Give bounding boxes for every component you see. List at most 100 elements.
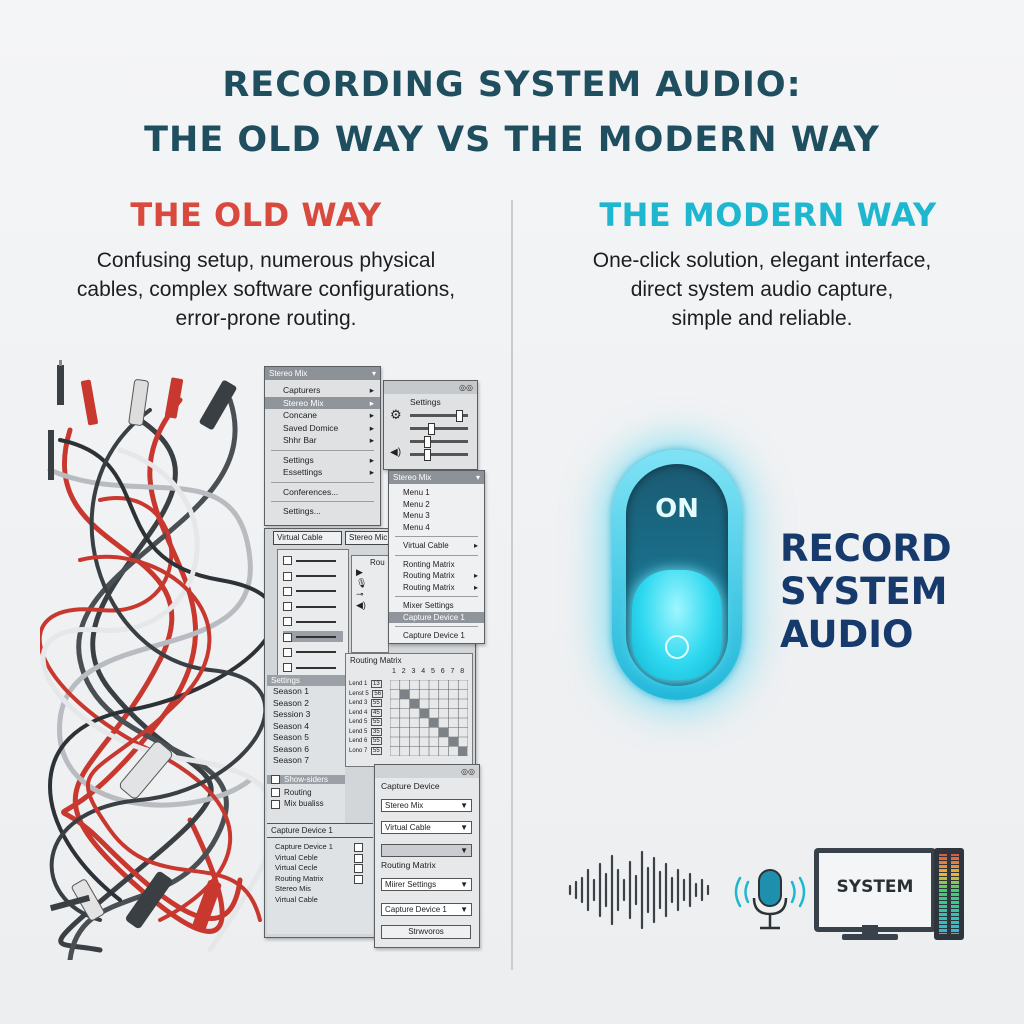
monitor-base (842, 934, 898, 940)
routing-tab-label: Rou (370, 558, 385, 567)
menu-separator (395, 536, 478, 537)
menu-item[interactable]: Conferences... (283, 486, 339, 497)
capture-device-list: Capture Device 1 Capture Device 1 Virtua… (267, 823, 373, 934)
apply-button[interactable]: Strwvoros (381, 925, 471, 939)
tangled-cables-icon (40, 360, 270, 960)
menu-separator (395, 596, 478, 597)
matrix-row-label: Lend 4 45 (349, 708, 382, 717)
stereo-mix-menu-window: Stereo Mix ▾ Menu 1 Menu 2 Menu 3 Menu 4… (388, 470, 485, 644)
column-divider (511, 200, 513, 970)
menu-item[interactable]: Capturers▸ (283, 385, 374, 395)
checkbox[interactable] (283, 647, 292, 657)
menu-item-selected[interactable]: Stereo Mix▸ (265, 396, 380, 409)
checkbox[interactable] (283, 663, 292, 672)
checkbox[interactable] (283, 556, 292, 566)
dropdown-icon[interactable]: ▾ (475, 473, 480, 482)
routing-matrix-title: Routing Matrix (350, 656, 402, 665)
menu-item[interactable]: Shhr Bar▸ (283, 435, 374, 445)
menu-item[interactable]: Routing Matrix▸ (403, 571, 478, 580)
checkbox-list (277, 549, 349, 681)
menu-separator (395, 554, 478, 556)
modern-desc-line-2: direct system audio capture, (630, 278, 894, 301)
menu-separator (271, 501, 374, 502)
matrix-column-header: 5 (431, 668, 435, 675)
checkbox-row[interactable]: Show-siders (267, 774, 345, 784)
matrix-row-label: Lend 3 55 (349, 699, 382, 707)
tab-virtual-cable[interactable]: Virtual Cable (273, 531, 342, 545)
window-controls-icon[interactable]: ◎◎ (461, 767, 475, 776)
capture-list-item[interactable]: Virtual Cecle (275, 863, 373, 874)
menu-item[interactable]: Menu 1 (403, 488, 430, 497)
capture-list-item[interactable]: Routing Matrix (275, 874, 373, 885)
window-titlebar: Stereo Mix ▾ (265, 367, 380, 380)
checkbox[interactable] (283, 617, 292, 627)
capture-list-item[interactable]: Virtual Cable (275, 894, 318, 904)
capture-list-item[interactable]: Virtual Ceble (275, 853, 373, 864)
menu-item[interactable]: Menu 2 (403, 499, 430, 509)
capture-list-item-selected[interactable]: Capture Device 1 (275, 842, 373, 853)
monitor-label: SYSTEM (836, 877, 914, 897)
session-item[interactable]: Season 4 (273, 720, 309, 731)
checkbox-row[interactable]: Routing (267, 788, 345, 798)
menu-item[interactable]: Concane▸ (283, 410, 374, 420)
menu-item-selected[interactable]: Capture Device 1 (389, 611, 484, 623)
xlr-connector-icon (119, 741, 173, 799)
menu-item[interactable]: Essettings▸ (283, 467, 374, 477)
slider-track[interactable] (410, 414, 468, 417)
record-toggle-switch[interactable]: ON (612, 450, 742, 700)
slider-thumb[interactable] (456, 410, 463, 422)
mixer-settings-dropdown[interactable]: Miirer Settings▼ (381, 878, 472, 891)
dropdown-icon[interactable]: ▾ (371, 369, 376, 378)
matrix-column-header: 6 (440, 668, 445, 675)
slider-track[interactable] (410, 427, 468, 430)
menu-item[interactable]: Mixer Settings (403, 601, 454, 610)
capture-dropdown[interactable]: Virtual Cable▼ (381, 821, 472, 834)
session-item[interactable]: Season 1 (273, 686, 309, 696)
checkbox[interactable] (283, 602, 292, 611)
slider-track[interactable] (410, 440, 468, 443)
capture-device-dropdown[interactable]: Capture Device 1▼ (381, 903, 472, 916)
slider-thumb[interactable] (424, 449, 431, 461)
settings-window: ◎◎ Settings ⚙ ◀) (383, 380, 478, 470)
checkbox[interactable] (283, 571, 292, 581)
capture-dropdown[interactable]: ▼ (381, 844, 472, 857)
slider-thumb[interactable] (428, 423, 435, 435)
session-item[interactable]: Season 5 (273, 732, 309, 742)
title-line-2: THE OLD WAY VS THE MODERN WAY (144, 120, 880, 160)
capture-list-item[interactable]: Stereo Mis (275, 884, 311, 893)
window-titlebar: Stereo Mix ▾ (389, 471, 484, 484)
slider-track[interactable] (410, 453, 468, 456)
menu-item[interactable]: Settings... (283, 506, 321, 516)
menu-item[interactable]: Capture Device 1 (403, 631, 465, 640)
toggle-knob[interactable] (632, 570, 722, 680)
menu-separator (271, 481, 374, 483)
slider-thumb[interactable] (424, 436, 431, 448)
session-item[interactable]: Season 7 (273, 755, 309, 765)
window-controls-icon[interactable]: ◎◎ (459, 383, 473, 392)
checkbox-row[interactable]: Mix bualiss (267, 799, 345, 809)
settings-session-list: Settings Season 1 Season 2 Session 3 Sea… (267, 675, 345, 825)
session-item[interactable]: Session 3 (273, 709, 311, 719)
menu-item[interactable]: Ronting Matrix (403, 559, 455, 569)
menu-item[interactable]: Virtual Cable▸ (403, 541, 478, 550)
matrix-row-label: Lend 6 55 (349, 737, 382, 745)
menu-item[interactable]: Saved Domice▸ (283, 422, 374, 433)
monitor-icon: SYSTEM (814, 848, 936, 932)
modern-way-description: One-click solution, elegant interface, d… (506, 246, 1018, 333)
menu-item[interactable]: Routing Matrix▸ (403, 582, 478, 592)
session-item[interactable]: Season 6 (273, 743, 309, 754)
capture-dropdown[interactable]: Stereo Mix▼ (381, 799, 472, 812)
menu-item[interactable]: Menu 3 (403, 511, 430, 520)
session-item[interactable]: Season 2 (273, 697, 309, 708)
menu-item[interactable]: Menu 4 (403, 522, 430, 532)
capture-list-title: Capture Device 1 (267, 824, 373, 838)
matrix-row-label: Lend 1 13 (349, 680, 382, 688)
toggle-on-label: ON (655, 494, 699, 524)
checkbox[interactable] (283, 632, 292, 642)
checkbox[interactable] (283, 586, 292, 596)
old-desc-line-1: Confusing setup, numerous physical (96, 249, 436, 272)
tab-stereo-mic[interactable]: Stereo Mic (345, 531, 390, 545)
menu-item[interactable]: Settings▸ (283, 454, 374, 465)
matrix-grid[interactable] (390, 680, 468, 756)
